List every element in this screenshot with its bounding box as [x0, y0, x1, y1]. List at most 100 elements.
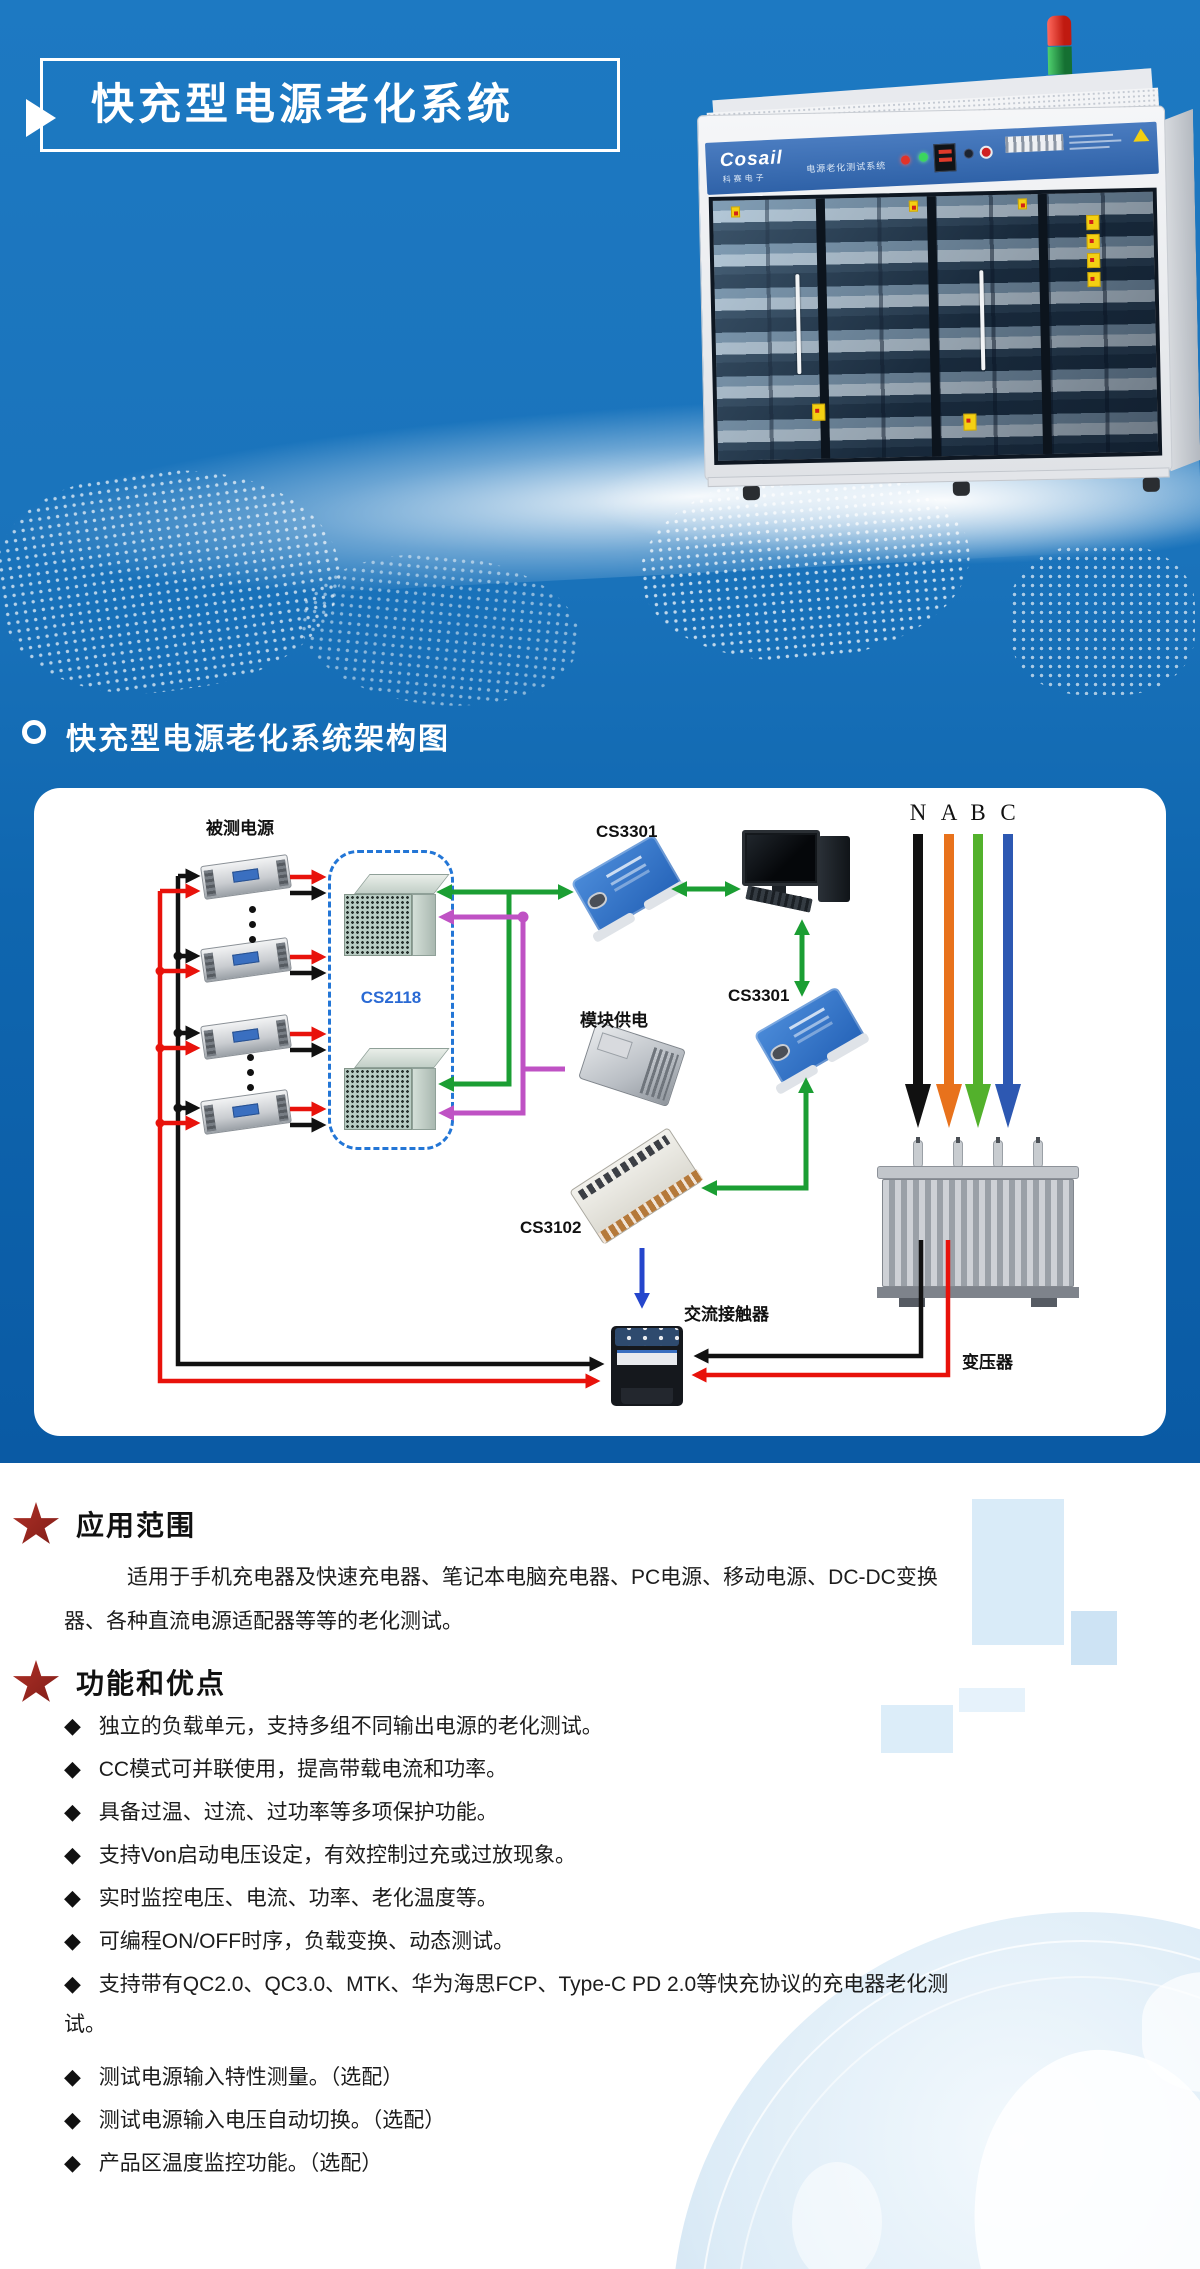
dut-power-supply-2: [200, 937, 292, 983]
warning-sticker: [1086, 252, 1101, 269]
warning-sticker: [812, 403, 826, 421]
transformer-device: [877, 1137, 1079, 1312]
page-title: 快充型电源老化系统: [91, 81, 514, 129]
applications-heading: 应用范围: [76, 1510, 197, 1541]
label-ac-contactor: 交流接触器: [684, 1305, 769, 1324]
control-computer: [742, 830, 862, 920]
feature-item-text: 测试电源输入特性测量。（选配）: [98, 2066, 404, 2089]
label-cs2118: CS2118: [360, 988, 422, 1007]
feature-item: ◆ CC模式可并联使用，提高带载电流和功率。: [64, 1749, 1076, 1790]
label-cs3301-mid: CS3301: [728, 986, 790, 1005]
door-frame: [926, 196, 942, 457]
feature-item-text: 具备过温、过流、过功率等多项保护功能。: [98, 1801, 498, 1824]
phase-A-bar: [936, 834, 962, 1128]
label-phase-C: C: [1000, 800, 1016, 825]
applications-body: 适用于手机充电器及快速充电器、笔记本电脑充电器、PC电源、移动电源、DC-DC变…: [64, 1566, 938, 1633]
cabinet-model-label: 电源老化测试系统: [806, 160, 887, 175]
feature-item: ◆ 支持Von启动电压设定，有效控制过充或过放现象。: [64, 1835, 1076, 1876]
cs2118-load-unit-top: [344, 874, 450, 956]
cabinet-glass-doors: [708, 187, 1163, 465]
label-phase-N: N: [909, 800, 927, 825]
label-module-power: 模块供电: [580, 1011, 648, 1030]
lamp-green-segment: [1047, 46, 1073, 75]
brand-sub-label: 科赛电子: [722, 173, 767, 185]
architecture-section-title: 快充型电源老化系统架构图: [66, 723, 450, 756]
computer-monitor: [742, 830, 820, 886]
door-frame: [1037, 193, 1053, 455]
feature-item-text: 测试电源输入电压自动切换。（选配）: [98, 2109, 446, 2132]
warning-sticker: [730, 206, 741, 218]
square-deco: [972, 1499, 1064, 1645]
digital-meter: [933, 143, 957, 173]
door-handle: [795, 274, 802, 375]
feature-item-text: 支持带有QC2.0、QC3.0、MTK、华为海思FCP、Type-C PD 2.…: [64, 1973, 949, 2036]
diamond-bullet-icon: ◆: [64, 1756, 81, 1781]
warning-sticker: [1086, 214, 1100, 231]
red-indicator-icon: [900, 155, 911, 165]
feature-item-text: 产品区温度监控功能。（选配）: [98, 2152, 383, 2175]
cs3301-module-top: [570, 834, 684, 934]
warning-sticker: [908, 200, 919, 212]
feature-item: ◆ 独立的负载单元，支持多组不同输出电源的老化测试。: [64, 1706, 1076, 1747]
feature-item-text: 可编程ON/OFF时序，负载变换、动态测试。: [98, 1930, 515, 1953]
control-knob-icon: [963, 148, 974, 159]
diamond-bullet-icon: ◆: [64, 2064, 81, 2089]
feature-item: ◆ 支持带有QC2.0、QC3.0、MTK、华为海思FCP、Type-C PD …: [64, 1964, 1076, 2045]
caster-wheel: [1142, 477, 1160, 492]
square-deco: [881, 1705, 953, 1753]
feature-item: ◆ 实时监控电压、电流、功率、老化温度等。: [64, 1878, 1076, 1919]
caster-wheel: [742, 485, 761, 501]
emergency-stop-button-icon: [979, 145, 994, 160]
warning-triangle-icon: [1132, 128, 1150, 142]
label-cs3102: CS3102: [520, 1218, 582, 1237]
label-transformer: 变压器: [962, 1353, 1013, 1372]
feature-item-text: CC模式可并联使用，提高带载电流和功率。: [98, 1758, 508, 1781]
dut-power-supply-1: [200, 854, 292, 900]
feature-item: ◆ 测试电源输入电压自动切换。（选配）: [64, 2100, 1076, 2141]
dut-power-supply-4: [200, 1089, 292, 1135]
dut-power-supply-3: [200, 1014, 292, 1060]
title-banner: 快充型电源老化系统: [26, 58, 620, 152]
square-deco: [1071, 1611, 1117, 1665]
warning-sticker: [1017, 198, 1028, 210]
phase-C-bar: [995, 834, 1021, 1128]
computer-tower: [818, 836, 850, 902]
diamond-bullet-icon: ◆: [64, 2150, 81, 2175]
warning-sticker: [1087, 271, 1101, 288]
diamond-bullet-icon: ◆: [64, 1713, 81, 1738]
warning-sticker: [963, 413, 977, 431]
circle-bullet-icon: [22, 720, 46, 744]
features-list: ◆ 独立的负载单元，支持多组不同输出电源的老化测试。 ◆ CC模式可并联使用，提…: [64, 1706, 1076, 2186]
aging-cabinet-photo: Cosail 科赛电子 电源老化测试系统: [693, 9, 1200, 505]
feature-item: ◆ 产品区温度监控功能。（选配）: [64, 2143, 1076, 2184]
ac-contactor-device: [611, 1326, 683, 1406]
diamond-bullet-icon: ◆: [64, 1799, 81, 1824]
cs3102-device: [569, 1127, 703, 1245]
label-dut: 被测电源: [206, 819, 274, 838]
label-phase-A: A: [940, 800, 958, 825]
diamond-bullet-icon: ◆: [64, 2107, 81, 2132]
diamond-bullet-icon: ◆: [64, 1971, 81, 1996]
diamond-bullet-icon: ◆: [64, 1885, 81, 1910]
architecture-diagram-panel: 被测电源 CS3301 CS2118 模块供电 CS3301 CS3102 交流…: [34, 788, 1166, 1436]
triangle-marker-icon: [26, 99, 56, 137]
warning-sticker: [1086, 233, 1100, 250]
module-power-supply-device: [578, 1020, 686, 1108]
green-indicator-icon: [918, 152, 929, 162]
door-handle: [979, 270, 986, 371]
feature-item-text: 实时监控电压、电流、功率、老化温度等。: [98, 1887, 498, 1910]
features-heading: 功能和优点: [76, 1668, 227, 1699]
label-cs3301-top: CS3301: [596, 822, 658, 841]
lamp-red-segment: [1046, 15, 1072, 46]
brand-logo: Cosail: [719, 147, 784, 172]
square-deco: [959, 1688, 1025, 1712]
caster-wheel: [952, 481, 971, 496]
world-map-dots-deco: [1010, 545, 1195, 695]
cs2118-load-unit-bottom: [344, 1048, 450, 1130]
feature-item: ◆ 具备过温、过流、过功率等多项保护功能。: [64, 1792, 1076, 1833]
diamond-bullet-icon: ◆: [64, 1928, 81, 1953]
phase-N-bar: [905, 834, 931, 1128]
feature-item-text: 支持Von启动电压设定，有效控制过充或过放现象。: [98, 1844, 576, 1867]
feature-item: ◆ 可编程ON/OFF时序，负载变换、动态测试。: [64, 1921, 1076, 1962]
